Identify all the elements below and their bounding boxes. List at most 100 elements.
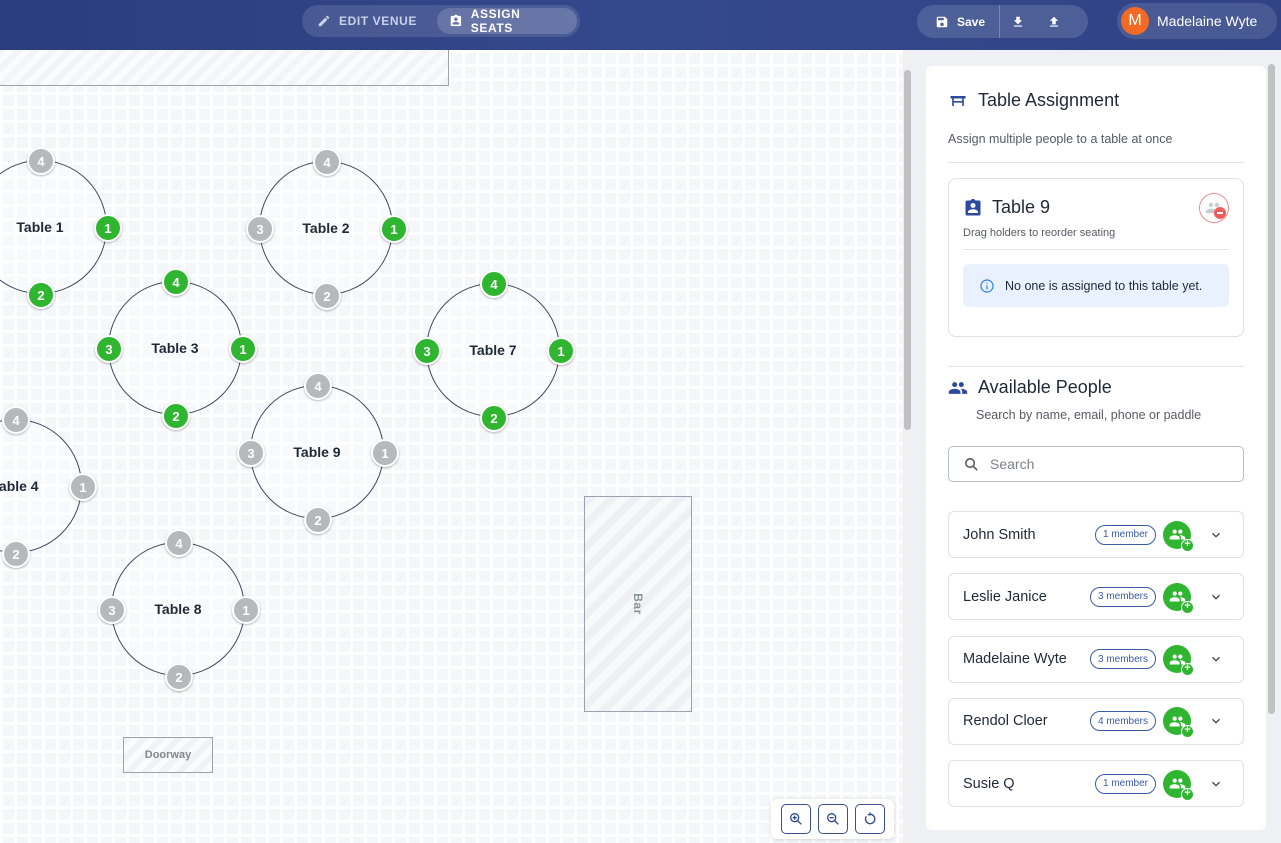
member-count-badge: 3 members [1089, 586, 1156, 607]
selected-table-heading: Table 9 [963, 197, 1050, 218]
wall-fixture[interactable] [0, 50, 449, 86]
seat-right[interactable]: 1 [371, 439, 399, 467]
bar-fixture[interactable]: Bar [584, 496, 692, 712]
divider [948, 162, 1244, 163]
chevron-down-icon [1212, 594, 1220, 600]
table-label: Table 8 [154, 601, 202, 617]
seat-bottom[interactable]: 2 [165, 663, 193, 691]
member-count-badge: 3 members [1089, 649, 1156, 670]
table-label: Table 9 [293, 444, 341, 460]
person-name: Madelaine Wyte [963, 651, 1067, 668]
seat-top[interactable]: 4 [480, 270, 508, 298]
seat-left[interactable]: 3 [98, 596, 126, 624]
bar-label: Bar [630, 593, 645, 615]
member-count-badge: 4 members [1089, 711, 1156, 732]
plus-icon: + [1181, 538, 1194, 552]
seat-top[interactable]: 4 [162, 268, 190, 296]
seat-right[interactable]: 1 [229, 335, 257, 363]
search-icon [965, 457, 978, 471]
divider [948, 366, 1244, 367]
panel-scroll-thumb[interactable] [1268, 64, 1275, 714]
seat-right[interactable]: 1 [232, 596, 260, 624]
people-icon [948, 381, 968, 394]
table-assignment-title: Table Assignment [978, 90, 1120, 110]
table-table-2[interactable]: Table 2 4 3 1 2 [246, 148, 408, 310]
empty-table-message: No one is assigned to this table yet. [1005, 278, 1203, 293]
assign-to-table-button[interactable]: + [1163, 520, 1194, 552]
assign-to-table-button[interactable]: + [1163, 769, 1194, 801]
table-label: Table 2 [302, 220, 350, 236]
search-input[interactable] [990, 456, 1220, 472]
seat-right[interactable]: 1 [69, 473, 97, 501]
seat-bottom[interactable]: 2 [2, 540, 30, 568]
group-add-icon [1169, 591, 1185, 602]
seat-top[interactable]: 4 [27, 147, 55, 175]
person-row[interactable]: Madelaine Wyte 3 members + [948, 635, 1244, 683]
seat-top[interactable]: 4 [165, 529, 193, 557]
seat-bottom[interactable]: 2 [162, 402, 190, 430]
canvas-scrollbar[interactable] [903, 50, 912, 843]
save-button[interactable]: Save [917, 5, 1001, 38]
seat-right[interactable]: 1 [94, 214, 122, 242]
reset-view-button[interactable] [854, 804, 885, 834]
plus-icon: + [1181, 663, 1194, 677]
table-table-9[interactable]: Table 9 4 3 1 2 [237, 372, 399, 534]
reset-icon [864, 812, 875, 825]
seat-top[interactable]: 4 [304, 372, 332, 400]
seat-left[interactable]: 3 [413, 337, 441, 365]
panel-scrollbar[interactable] [1267, 64, 1276, 834]
expand-button[interactable] [1205, 648, 1227, 670]
chevron-down-icon [1212, 656, 1220, 662]
group-add-icon [1169, 778, 1185, 789]
assignment-panel: Table Assignment Assign multiple people … [926, 66, 1266, 830]
seat-bottom[interactable]: 2 [304, 506, 332, 534]
member-count-badge: 1 member [1094, 524, 1156, 545]
upload-button[interactable] [1036, 5, 1072, 38]
save-icon [936, 16, 948, 27]
doorway-fixture[interactable]: Doorway [123, 737, 213, 773]
zoom-controls [771, 799, 894, 839]
edit-venue-button[interactable]: EDIT VENUE [305, 8, 437, 34]
expand-button[interactable] [1205, 524, 1227, 546]
seat-left[interactable]: 3 [237, 439, 265, 467]
chevron-down-icon [1212, 781, 1220, 787]
seat-left[interactable]: 3 [95, 335, 123, 363]
canvas-scroll-thumb[interactable] [904, 70, 911, 430]
chevron-down-icon [1212, 719, 1220, 725]
expand-button[interactable] [1205, 586, 1227, 608]
expand-button[interactable] [1205, 710, 1227, 732]
zoom-out-button[interactable] [817, 804, 848, 834]
table-table-8[interactable]: Table 8 4 3 1 2 [98, 529, 260, 691]
save-label: Save [957, 14, 986, 29]
download-button[interactable] [1000, 5, 1036, 38]
seat-left[interactable]: 3 [246, 215, 274, 243]
expand-button[interactable] [1205, 773, 1227, 795]
seat-right[interactable]: 1 [547, 337, 575, 365]
table-table-4[interactable]: Table 4 4 1 2 [0, 406, 97, 568]
seat-bottom[interactable]: 2 [480, 404, 508, 432]
seat-top[interactable]: 4 [2, 406, 30, 434]
minus-icon [1214, 207, 1226, 219]
remove-group-button[interactable] [1199, 193, 1229, 223]
zoom-in-button[interactable] [780, 804, 811, 834]
seat-bottom[interactable]: 2 [313, 282, 341, 310]
user-menu[interactable]: M Madelaine Wyte [1117, 3, 1277, 39]
seat-top[interactable]: 4 [313, 148, 341, 176]
table-label: Table 4 [0, 478, 39, 494]
assign-seats-button[interactable]: ASSIGN SEATS [437, 7, 577, 35]
seat-bottom[interactable]: 2 [27, 281, 55, 309]
info-icon [980, 278, 994, 293]
assign-to-table-button[interactable]: + [1163, 582, 1194, 614]
assign-to-table-button[interactable]: + [1163, 707, 1194, 739]
seat-right[interactable]: 1 [380, 215, 408, 243]
assign-to-table-button[interactable]: + [1163, 645, 1194, 677]
